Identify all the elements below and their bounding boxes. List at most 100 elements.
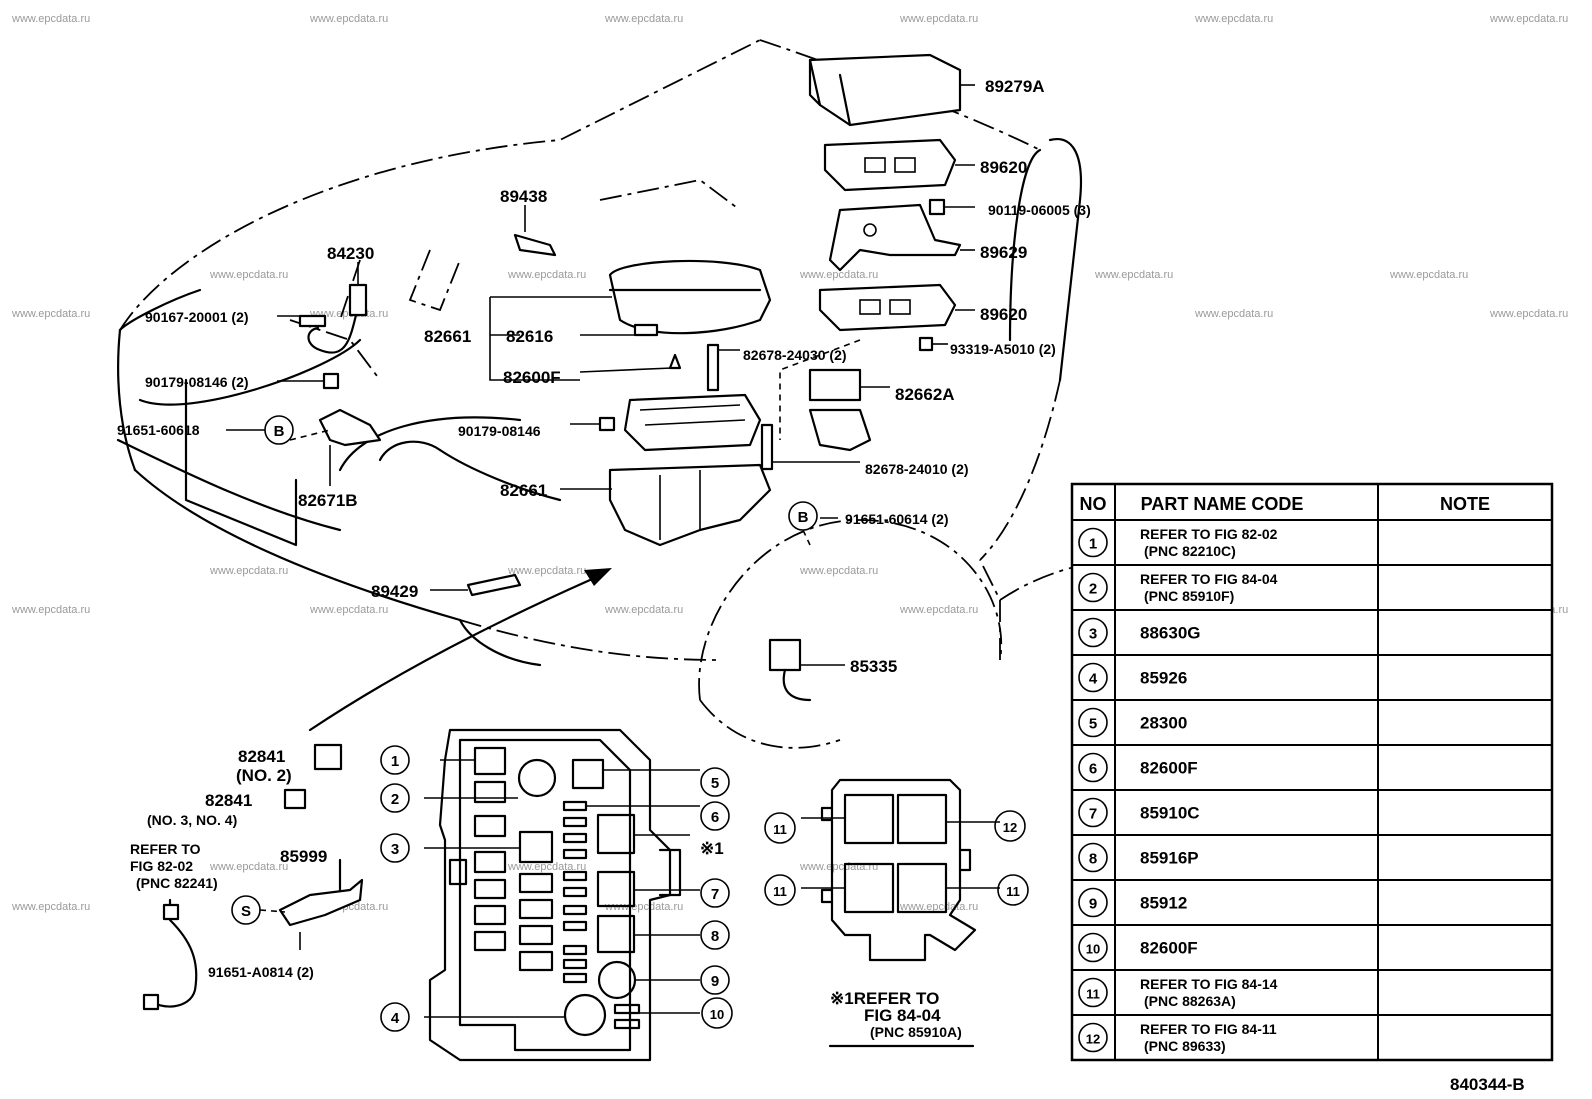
marker-b: B: [226, 415, 331, 445]
sensor-89438: [513, 205, 557, 257]
harness-82241: [142, 898, 198, 1011]
table-row: 9 85912: [1078, 887, 1187, 918]
label-82841-b: 82841: [205, 791, 252, 810]
table-row: 10 82600F: [1078, 932, 1198, 963]
table-cell-no: 6: [1089, 761, 1097, 778]
sensor-85335: [768, 638, 845, 702]
watermark: www.epcdata.ru: [309, 604, 388, 616]
table-header-note: NOTE: [1440, 494, 1490, 514]
watermark: www.epcdata.ru: [11, 308, 90, 320]
label-refer-line3: (PNC 82241): [136, 875, 218, 891]
table-cell-code: 82600F: [1140, 759, 1198, 778]
label-82616: 82616: [506, 327, 553, 346]
relay-box: [820, 778, 977, 962]
fuse-box-cover: [580, 259, 772, 337]
table-cell-no: 10: [1086, 942, 1100, 957]
watermark: www.epcdata.ru: [209, 269, 288, 281]
table-row: 8 85916P: [1078, 842, 1199, 873]
watermark: www.epcdata.ru: [309, 13, 388, 25]
cover-89279a: [808, 53, 975, 127]
marker-12: 12: [994, 810, 1026, 842]
marker-2: 2: [380, 783, 410, 813]
table-cell-code-sub: (PNC 82210C): [1144, 543, 1236, 559]
bolt-82678-24010: [760, 423, 860, 471]
table-cell-code: 85926: [1140, 669, 1187, 688]
label-82841-a: 82841: [238, 747, 285, 766]
watermark: www.epcdata.ru: [799, 269, 878, 281]
screw-90167: [277, 314, 327, 328]
table-cell-code: REFER TO FIG 82-02: [1140, 526, 1278, 542]
table-cell-no: 12: [1086, 1032, 1100, 1047]
table-row: 6 82600F: [1078, 752, 1198, 783]
svg-text:10: 10: [710, 1007, 724, 1022]
svg-text:B: B: [274, 423, 285, 440]
watermark: www.epcdata.ru: [1389, 269, 1468, 281]
marker-10: 10: [701, 997, 733, 1029]
label-82678-24030: 82678-24030 (2): [743, 347, 847, 363]
marker-5: 5: [700, 767, 730, 797]
table-cell-code: 85912: [1140, 894, 1187, 913]
table-cell-no: 9: [1089, 896, 1097, 913]
label-refer-line1: REFER TO: [130, 841, 201, 857]
watermark: www.epcdata.ru: [1489, 308, 1568, 320]
table-row-marker: [1078, 1022, 1108, 1053]
label-note-line3: (PNC 85910A): [870, 1024, 962, 1040]
table-cell-no: 8: [1089, 851, 1097, 868]
relay-82841-no34: [283, 788, 307, 810]
table-cell-no: 5: [1089, 716, 1097, 733]
table-cell-no: 2: [1089, 581, 1097, 598]
label-89620-top: 89620: [980, 158, 1027, 177]
parts-table: NO PART NAME CODE NOTE 1REFER TO FIG 82-…: [1070, 482, 1554, 1062]
svg-text:7: 7: [711, 886, 719, 903]
table-cell-code: 28300: [1140, 714, 1187, 733]
bracket-82671b: [318, 408, 382, 486]
label-89429: 89429: [371, 582, 418, 601]
table-cell-no: 3: [1089, 626, 1097, 643]
svg-text:6: 6: [711, 809, 719, 826]
label-90179-2: 90179-08146 (2): [145, 374, 249, 390]
module-89620-bottom: [818, 283, 975, 332]
marker-11: 11: [997, 874, 1029, 906]
watermark: www.epcdata.ru: [507, 565, 586, 577]
svg-text:2: 2: [391, 791, 399, 808]
leaders: [424, 296, 1000, 1018]
marker-9: 9: [700, 965, 730, 995]
marker-4: 4: [380, 1002, 410, 1032]
marker-7: 7: [700, 878, 730, 908]
label-82662a: 82662A: [895, 385, 955, 404]
table-row: 1REFER TO FIG 82-02(PNC 82210C): [1078, 526, 1278, 559]
label-82671b: 82671B: [298, 491, 358, 510]
table-cell-code: 85916P: [1140, 849, 1199, 868]
watermark: www.epcdata.ru: [604, 604, 683, 616]
table-cell-code: 85910C: [1140, 804, 1200, 823]
watermark: www.epcdata.ru: [799, 565, 878, 577]
svg-text:3: 3: [391, 841, 399, 858]
table-cell-code-sub: (PNC 85910F): [1144, 588, 1234, 604]
watermark: www.epcdata.ru: [209, 565, 288, 577]
fuse-block-middle: [570, 393, 762, 452]
table-cell-code: 82600F: [1140, 939, 1198, 958]
svg-text:1: 1: [391, 753, 399, 770]
sensor-84230: [307, 262, 368, 354]
label-82661-b: 82661: [500, 481, 547, 500]
label-93319: 93319-A5010 (2): [950, 341, 1056, 357]
bracket-85999: [278, 858, 364, 950]
watermark: www.epcdata.ru: [507, 861, 586, 873]
table-header-code: PART NAME CODE: [1141, 494, 1304, 514]
sensor-89429: [430, 573, 522, 597]
label-82841-a-note: (NO. 2): [236, 766, 292, 785]
label-84230: 84230: [327, 244, 374, 263]
table-cell-code: REFER TO FIG 84-11: [1140, 1021, 1277, 1037]
table-cell-no: 7: [1089, 806, 1097, 823]
label-82661-a: 82661: [424, 327, 471, 346]
watermark: www.epcdata.ru: [11, 901, 90, 913]
table-cell-code: 88630G: [1140, 624, 1201, 643]
main-fuse-box: [428, 728, 682, 1062]
label-89620-bottom: 89620: [980, 305, 1027, 324]
table-row: 3 88630G: [1078, 617, 1201, 648]
label-90179: 90179-08146: [458, 423, 541, 439]
table-row-marker: [1078, 752, 1108, 783]
label-91651-60614: 91651-60614 (2): [845, 511, 949, 527]
